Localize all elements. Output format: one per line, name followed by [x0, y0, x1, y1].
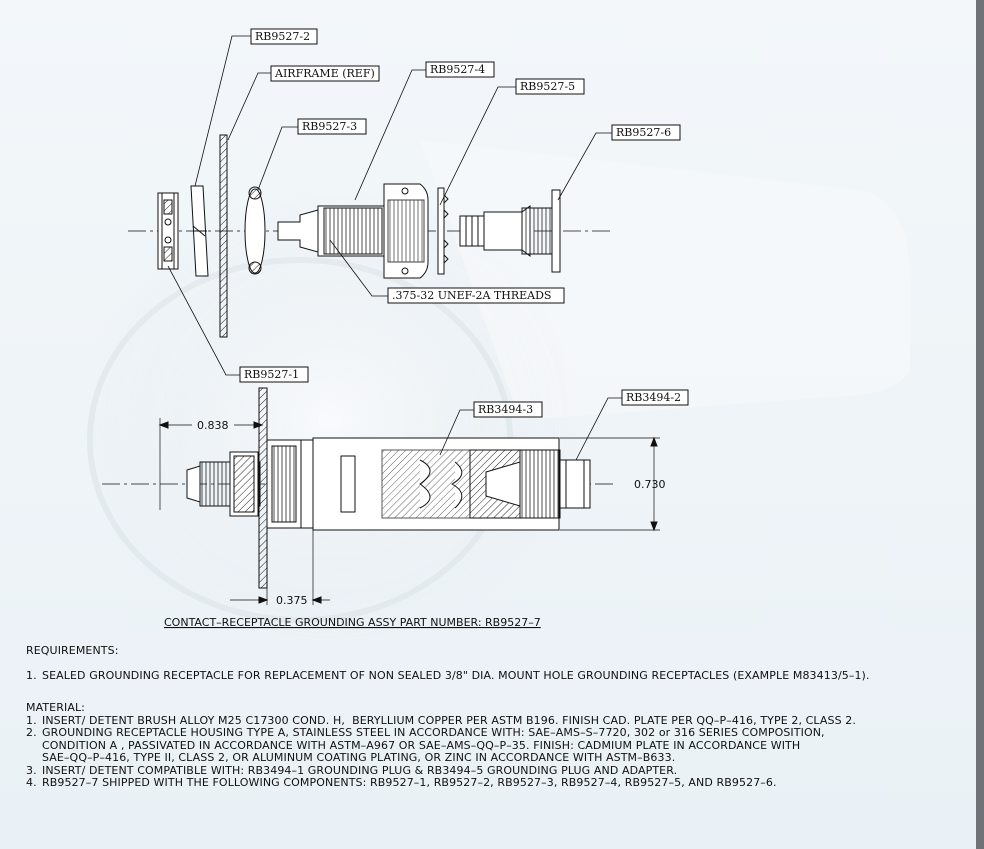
callout-rb9527-1: RB9527-1: [239, 366, 309, 383]
assembly-caption: CONTACT–RECEPTACLE GROUNDING ASSY PART N…: [164, 616, 541, 629]
dimension-0-838: 0.838: [197, 419, 229, 432]
assembled-view: [102, 387, 660, 605]
window-frame-edge: [976, 0, 984, 849]
svg-text:RB3494-2: RB3494-2: [626, 391, 681, 404]
material-heading: MATERIAL:: [26, 701, 85, 714]
callout-airframe: AIRFRAME (REF): [270, 65, 380, 82]
notes-section: REQUIREMENTS: 1. SEALED GROUNDING RECEPT…: [26, 644, 966, 790]
svg-text:AIRFRAME (REF): AIRFRAME (REF): [274, 67, 375, 80]
callout-rb9527-2: RB9527-2: [250, 28, 318, 45]
part-rb9527-6: [459, 189, 561, 273]
part-rb9527-5: [437, 187, 449, 275]
callout-rb9527-6: RB9527-6: [611, 124, 681, 141]
svg-text:RB9527-6: RB9527-6: [616, 126, 671, 139]
requirements-heading: REQUIREMENTS:: [26, 644, 119, 657]
callout-rb9527-5: RB9527-5: [515, 78, 585, 95]
svg-text:RB9527-2: RB9527-2: [255, 30, 310, 43]
svg-text:RB9527-3: RB9527-3: [302, 120, 357, 133]
material-item-2: 2. GROUNDING RECEPTACLE HOUSING TYPE A, …: [26, 726, 825, 764]
callout-rb3494-3: RB3494-3: [473, 401, 543, 418]
technical-drawing: RB9527-2 AIRFRAME (REF) RB9527-4 RB9527-…: [80, 28, 689, 640]
part-rb9527-1: [157, 192, 179, 270]
svg-text:RB9527-1: RB9527-1: [244, 368, 299, 381]
material-item-1: 1. INSERT/ DETENT BRUSH ALLOY M25 C17300…: [26, 713, 856, 727]
airframe-plate: [219, 134, 228, 338]
leader-lines-top: [167, 35, 612, 376]
material-item-3: 3. INSERT/ DETENT COMPATIBLE WITH: RB349…: [26, 763, 678, 777]
dimension-0-375: 0.375: [276, 594, 308, 607]
part-rb9527-3: [244, 186, 266, 275]
part-rb9527-2: [190, 185, 209, 277]
svg-text:RB9527-4: RB9527-4: [430, 63, 485, 76]
callout-rb9527-4: RB9527-4: [425, 61, 495, 78]
callout-threads: .375-32 UNEF-2A THREADS: [387, 287, 565, 304]
svg-text:RB3494-3: RB3494-3: [478, 403, 533, 416]
callout-rb9527-3: RB9527-3: [297, 118, 367, 135]
requirement-item: 1. SEALED GROUNDING RECEPTACLE FOR REPLA…: [26, 668, 870, 682]
svg-text:RB9527-5: RB9527-5: [520, 80, 575, 93]
material-item-4: 4. RB9527–7 SHIPPED WITH THE FOLLOWING C…: [26, 776, 777, 789]
dimension-0-730: 0.730: [634, 478, 666, 491]
part-rb9527-4: [277, 183, 429, 279]
exploded-view: [128, 35, 612, 376]
callout-rb3494-2: RB3494-2: [621, 389, 689, 406]
svg-text:.375-32 UNEF-2A THREADS: .375-32 UNEF-2A THREADS: [392, 289, 551, 302]
